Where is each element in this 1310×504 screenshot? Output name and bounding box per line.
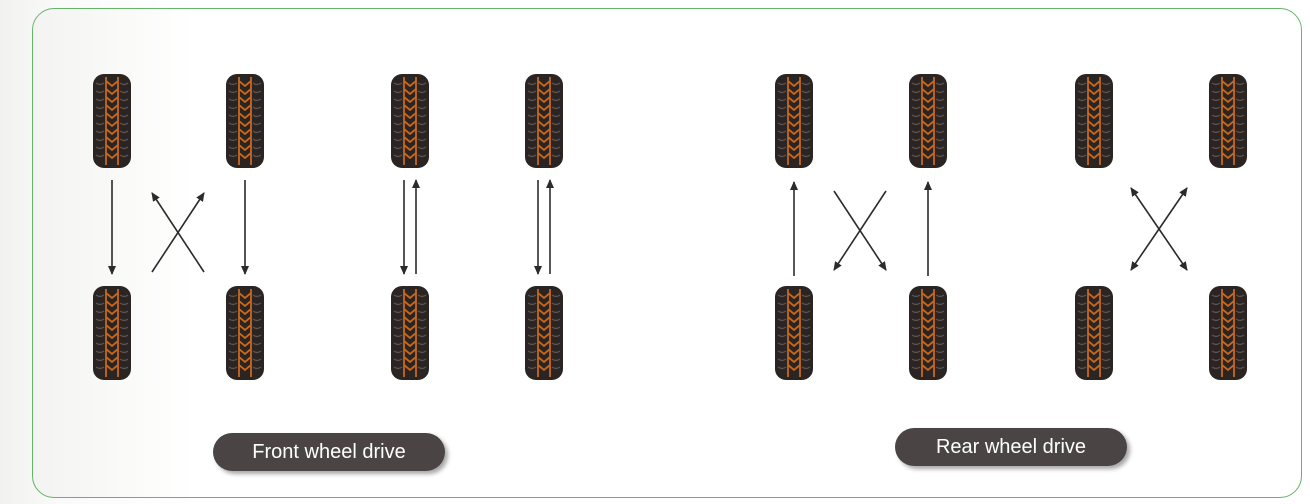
rear-wheel-drive-label: Rear wheel drive — [895, 428, 1127, 466]
pattern-x — [1075, 74, 1247, 380]
tire-icon — [1209, 286, 1247, 380]
tire-icon — [909, 74, 947, 168]
arrow-icon — [1159, 229, 1187, 270]
tire-icon — [391, 74, 429, 168]
tire-icon — [226, 286, 264, 380]
arrow-icon — [1131, 188, 1159, 229]
tire-icon — [775, 74, 813, 168]
tire-icon — [1075, 286, 1113, 380]
pattern-rearward-cross — [775, 74, 947, 380]
tire-icon — [93, 74, 131, 168]
tire-icon — [775, 286, 813, 380]
tire-icon — [226, 74, 264, 168]
pattern-front-cross — [93, 74, 264, 380]
pattern-side-swap — [391, 74, 563, 380]
tire-icon — [1209, 74, 1247, 168]
arrow-icon — [1131, 229, 1159, 270]
tire-icon — [525, 74, 563, 168]
arrow-icon — [1159, 188, 1187, 229]
tire-icon — [1075, 74, 1113, 168]
front-wheel-drive-label: Front wheel drive — [213, 433, 445, 471]
tire-icon — [909, 286, 947, 380]
tire-icon — [391, 286, 429, 380]
tire-icon — [93, 286, 131, 380]
tire-icon — [525, 286, 563, 380]
